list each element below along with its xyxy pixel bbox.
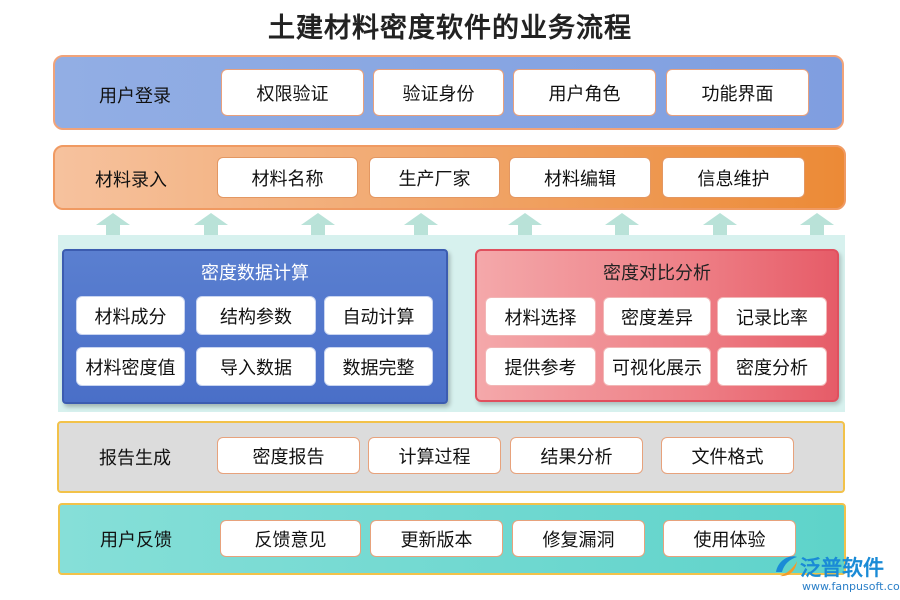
calc-item-density-value: 材料密度值 (76, 347, 185, 386)
report-item-density-report: 密度报告 (217, 437, 360, 474)
logo-url: www.fanpusoft.com (802, 580, 900, 593)
diagram-title: 土建材料密度软件的业务流程 (268, 13, 632, 44)
calc-item-structure: 结构参数 (196, 296, 316, 335)
feedback-item-update: 更新版本 (370, 520, 503, 557)
report-band: 报告生成 密度报告 计算过程 结果分析 文件格式 (57, 421, 845, 493)
up-arrow-icon (800, 213, 834, 235)
input-band: 材料录入 材料名称 生产厂家 材料编辑 信息维护 (53, 145, 846, 210)
up-arrow-icon (194, 213, 228, 235)
report-item-process: 计算过程 (368, 437, 501, 474)
up-arrow-icon (703, 213, 737, 235)
input-item-edit: 材料编辑 (509, 157, 651, 198)
calc-panel: 密度数据计算 材料成分 结构参数 自动计算 材料密度值 导入数据 数据完整 (62, 249, 448, 404)
fanpu-logo-icon (776, 556, 797, 577)
login-item-role: 用户角色 (513, 69, 656, 116)
login-item-identity: 验证身份 (373, 69, 504, 116)
fanpu-logo: 泛普软件 www.fanpusoft.com (772, 550, 900, 596)
input-item-manufacturer: 生产厂家 (369, 157, 500, 198)
calc-item-auto-calc: 自动计算 (324, 296, 433, 335)
input-item-maintenance: 信息维护 (662, 157, 805, 198)
up-arrow-icon (301, 213, 335, 235)
up-arrow-icon (404, 213, 438, 235)
calc-item-integrity: 数据完整 (324, 347, 433, 386)
feedback-label: 用户反馈 (100, 530, 172, 551)
calc-panel-title: 密度数据计算 (201, 263, 309, 284)
login-item-interface: 功能界面 (666, 69, 809, 116)
logo-name: 泛普软件 (800, 556, 884, 580)
login-band: 用户登录 权限验证 验证身份 用户角色 功能界面 (53, 55, 844, 130)
compare-item-analysis: 密度分析 (717, 347, 827, 386)
compare-item-select: 材料选择 (485, 297, 596, 336)
report-label: 报告生成 (99, 448, 171, 469)
compare-item-ratio: 记录比率 (717, 297, 827, 336)
up-arrow-icon (96, 213, 130, 235)
feedback-band: 用户反馈 反馈意见 更新版本 修复漏洞 使用体验 (58, 503, 846, 575)
up-arrow-icon (605, 213, 639, 235)
report-item-result: 结果分析 (510, 437, 643, 474)
report-item-format: 文件格式 (661, 437, 794, 474)
compare-panel: 密度对比分析 材料选择 密度差异 记录比率 提供参考 可视化展示 密度分析 (475, 249, 839, 402)
login-item-permission: 权限验证 (221, 69, 364, 116)
feedback-item-experience: 使用体验 (663, 520, 796, 557)
calc-item-composition: 材料成分 (76, 296, 185, 335)
login-label: 用户登录 (99, 86, 171, 107)
compare-item-difference: 密度差异 (603, 297, 711, 336)
feedback-item-bugfix: 修复漏洞 (512, 520, 645, 557)
input-label: 材料录入 (95, 170, 167, 191)
feedback-item-opinion: 反馈意见 (220, 520, 361, 557)
compare-item-reference: 提供参考 (485, 347, 596, 386)
up-arrow-icon (508, 213, 542, 235)
compare-item-visualization: 可视化展示 (603, 347, 711, 386)
compare-panel-title: 密度对比分析 (603, 263, 711, 284)
input-item-name: 材料名称 (217, 157, 358, 198)
calc-item-import: 导入数据 (196, 347, 316, 386)
